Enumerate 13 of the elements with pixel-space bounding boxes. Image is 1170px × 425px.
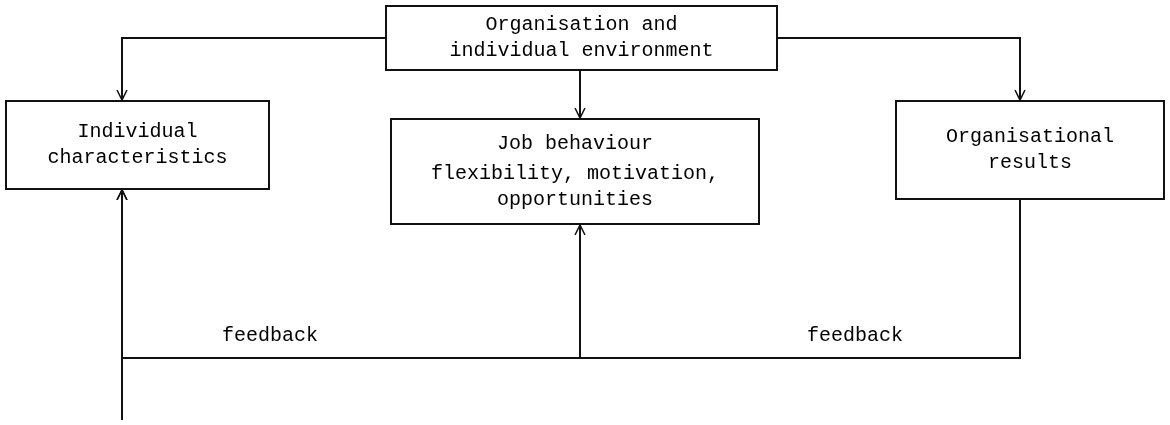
connector-arrow (116, 189, 128, 421)
box-text: Organisational results (945, 124, 1115, 176)
process-box (385, 5, 778, 71)
process-box (390, 118, 760, 225)
box-text: Organisation and individual environment (448, 12, 715, 64)
connector-arrow (574, 70, 586, 119)
box-text: Job behaviour (497, 130, 653, 157)
process-box (5, 100, 270, 190)
process-box (895, 100, 1165, 200)
connector-arrow (777, 37, 1026, 101)
connector-arrow (116, 37, 386, 101)
box-text: Individual characteristics (46, 119, 229, 171)
box-text: flexibility, motivation, opportunities (429, 160, 720, 213)
